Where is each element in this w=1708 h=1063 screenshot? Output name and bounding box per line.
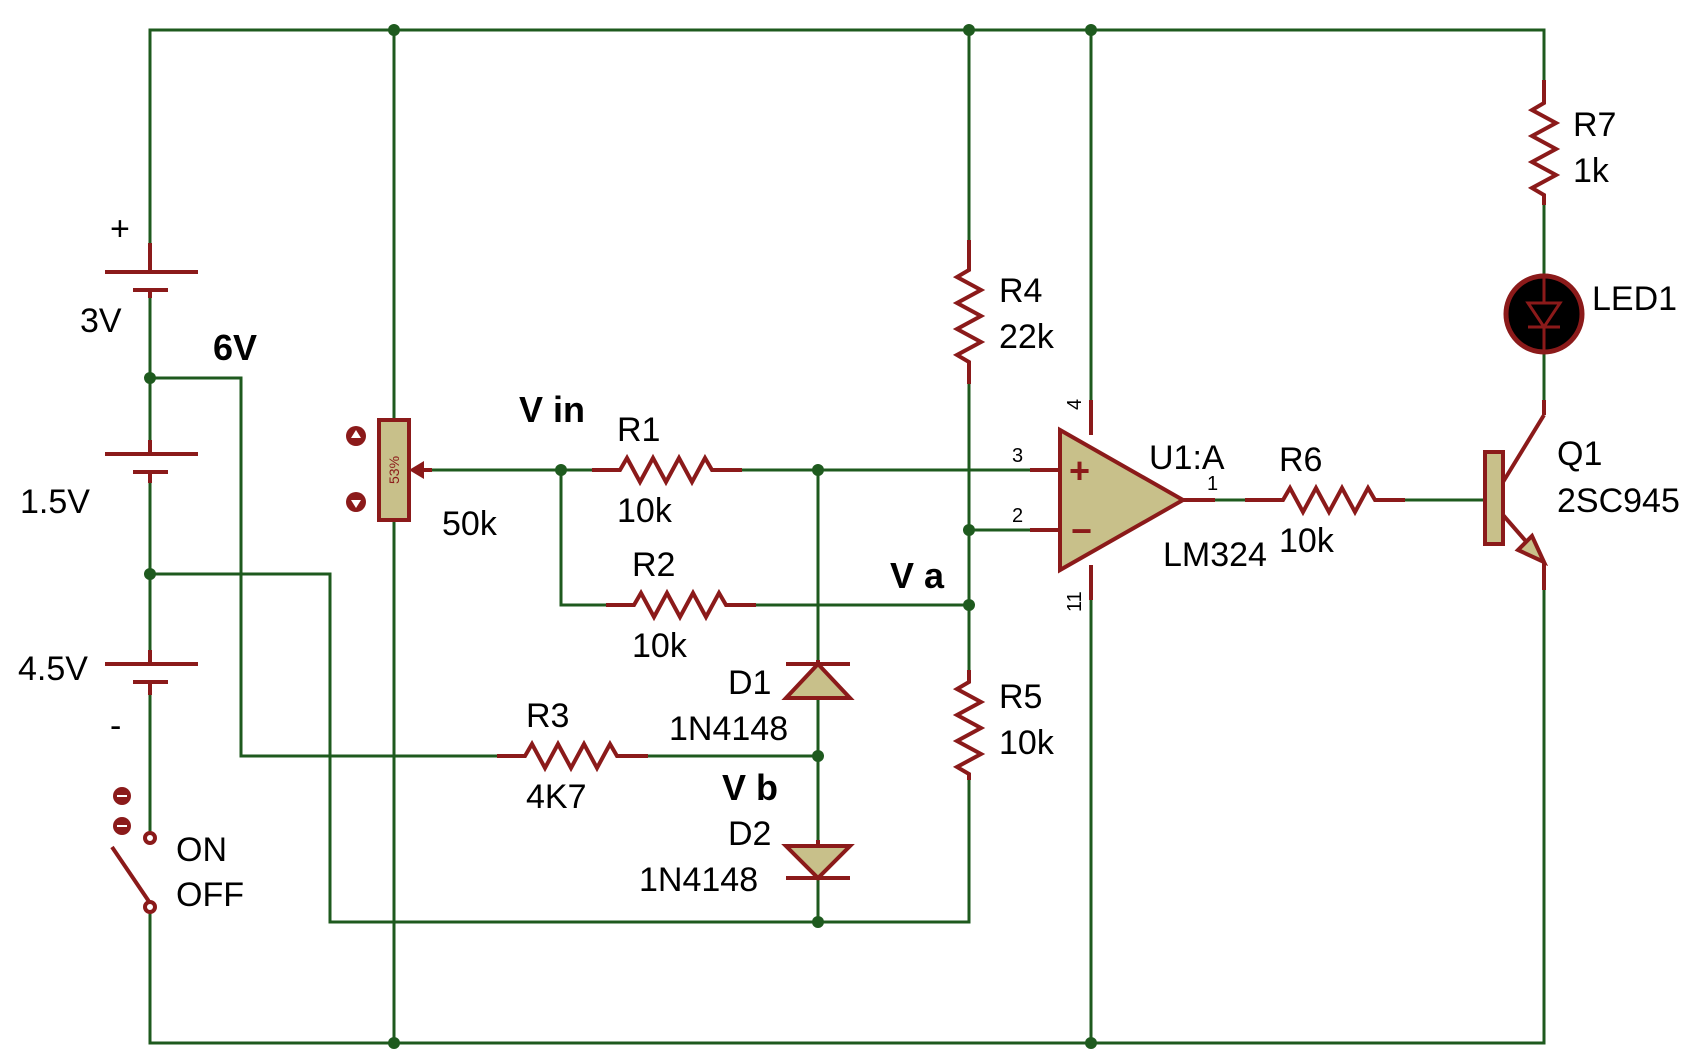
r5-value-label: 10k: [999, 724, 1055, 762]
d1-part-label: 1N4148: [669, 710, 788, 748]
pin-3-label: 3: [1012, 445, 1023, 467]
r7-value-label: 1k: [1573, 152, 1610, 190]
pot-value-label: 50k: [442, 505, 498, 543]
r2-name-label: R2: [632, 546, 675, 584]
opamp-minus-sign: −: [1071, 510, 1092, 551]
transistor-q1: [1483, 400, 1549, 590]
r1-name-label: R1: [617, 411, 660, 449]
pin-11-label: 11: [1064, 591, 1086, 612]
resistor-r7: [1527, 80, 1561, 205]
battery-minus-label: -: [110, 707, 121, 745]
r2-value-label: 10k: [632, 627, 688, 665]
d1-name-label: D1: [728, 664, 771, 702]
r6-name-label: R6: [1279, 441, 1322, 479]
resistor-r1: [592, 453, 742, 487]
transistor-part-label: 2SC945: [1557, 482, 1680, 520]
d2-name-label: D2: [728, 815, 771, 853]
opamp-plus-sign: +: [1069, 450, 1090, 491]
opamp-name-label: U1:A: [1149, 439, 1225, 477]
battery-4-5v-label: 4.5V: [18, 650, 88, 688]
transistor-name-label: Q1: [1557, 435, 1602, 473]
diode-d2: [781, 840, 855, 881]
junction-dots: [144, 24, 1097, 1049]
r1-value-label: 10k: [617, 492, 673, 530]
on-off-switch[interactable]: [110, 787, 157, 914]
led1: [1503, 273, 1585, 355]
vb-node-label: V b: [722, 767, 778, 808]
r4-name-label: R4: [999, 272, 1042, 310]
pot-percent-label: 53%: [386, 456, 402, 484]
vin-node-label: V in: [519, 389, 585, 430]
battery-plus-label: +: [110, 210, 130, 248]
va-node-label: V a: [890, 555, 945, 596]
switch-off-label: OFF: [176, 876, 244, 914]
resistor-r2: [606, 588, 756, 622]
resistor-r4: [952, 240, 986, 384]
opamp-part-label: LM324: [1163, 536, 1267, 574]
resistor-r5: [952, 670, 986, 780]
resistor-r6: [1245, 483, 1405, 517]
r3-value-label: 4K7: [526, 778, 587, 816]
labels: + 3V 6V 1.5V 4.5V - ON OFF 50k 53% V in …: [18, 106, 1680, 914]
battery-3v-label: 3V: [80, 302, 122, 340]
r6-value-label: 10k: [1279, 522, 1335, 560]
battery-1-5v-label: 1.5V: [20, 483, 90, 521]
battery-1-5v: [105, 440, 198, 483]
pin-2-label: 2: [1012, 505, 1023, 527]
pin-1-label: 1: [1207, 473, 1218, 495]
d2-part-label: 1N4148: [639, 861, 758, 899]
switch-on-label: ON: [176, 831, 227, 869]
pin-4-label: 4: [1064, 399, 1086, 410]
r4-value-label: 22k: [999, 318, 1055, 356]
led-name-label: LED1: [1592, 280, 1677, 318]
diode-d1: [781, 660, 855, 700]
battery-3v: [105, 243, 198, 298]
battery-4-5v: [105, 650, 198, 695]
r5-name-label: R5: [999, 678, 1042, 716]
tap-6v-label: 6V: [213, 327, 257, 368]
opamp-u1a: + −: [1030, 400, 1215, 600]
r3-name-label: R3: [526, 697, 569, 735]
r7-name-label: R7: [1573, 106, 1616, 144]
resistor-r3: [497, 739, 648, 773]
wires: [148, 28, 1546, 1045]
potentiometer[interactable]: [346, 418, 432, 522]
